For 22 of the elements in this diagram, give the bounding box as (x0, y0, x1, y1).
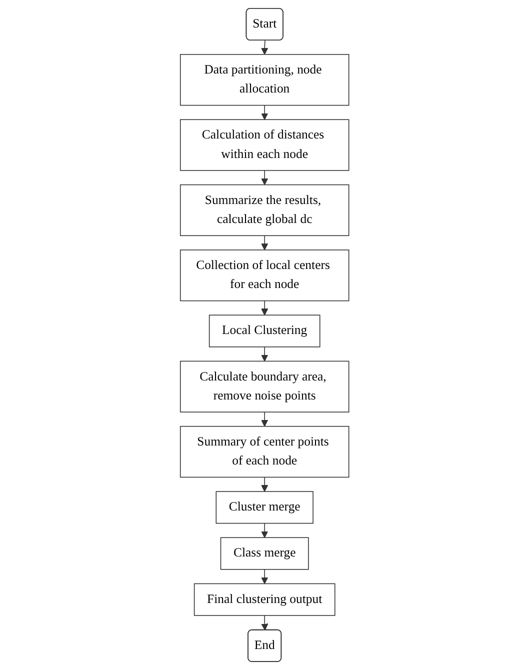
node-box (194, 583, 336, 616)
arrow (262, 104, 268, 120)
node-box (180, 119, 350, 171)
flowchart: Start Data partitioning, node allocation Calculation of distances within each node Summarize the results, calculate global dc Collection of local centers for each node Local Clustering Calculate boundary area, remove noise points Summary of center points of each node Cluster merge Class merge Final clustering output End (174, 2, 356, 668)
arrow (262, 569, 268, 584)
arrow (262, 300, 268, 316)
arrow (262, 412, 268, 427)
node-box (216, 491, 314, 524)
node-box (209, 314, 321, 348)
arrow (262, 170, 268, 186)
arrow (262, 235, 268, 250)
node-box (220, 537, 310, 570)
arrow (262, 522, 268, 538)
node-box (180, 184, 350, 236)
node-box (180, 360, 350, 412)
arrow (262, 40, 268, 55)
arrow (262, 615, 269, 631)
node-box (180, 426, 350, 478)
arrow (262, 476, 268, 492)
node-box (180, 54, 350, 106)
arrow (262, 346, 268, 362)
node-box (180, 250, 350, 302)
